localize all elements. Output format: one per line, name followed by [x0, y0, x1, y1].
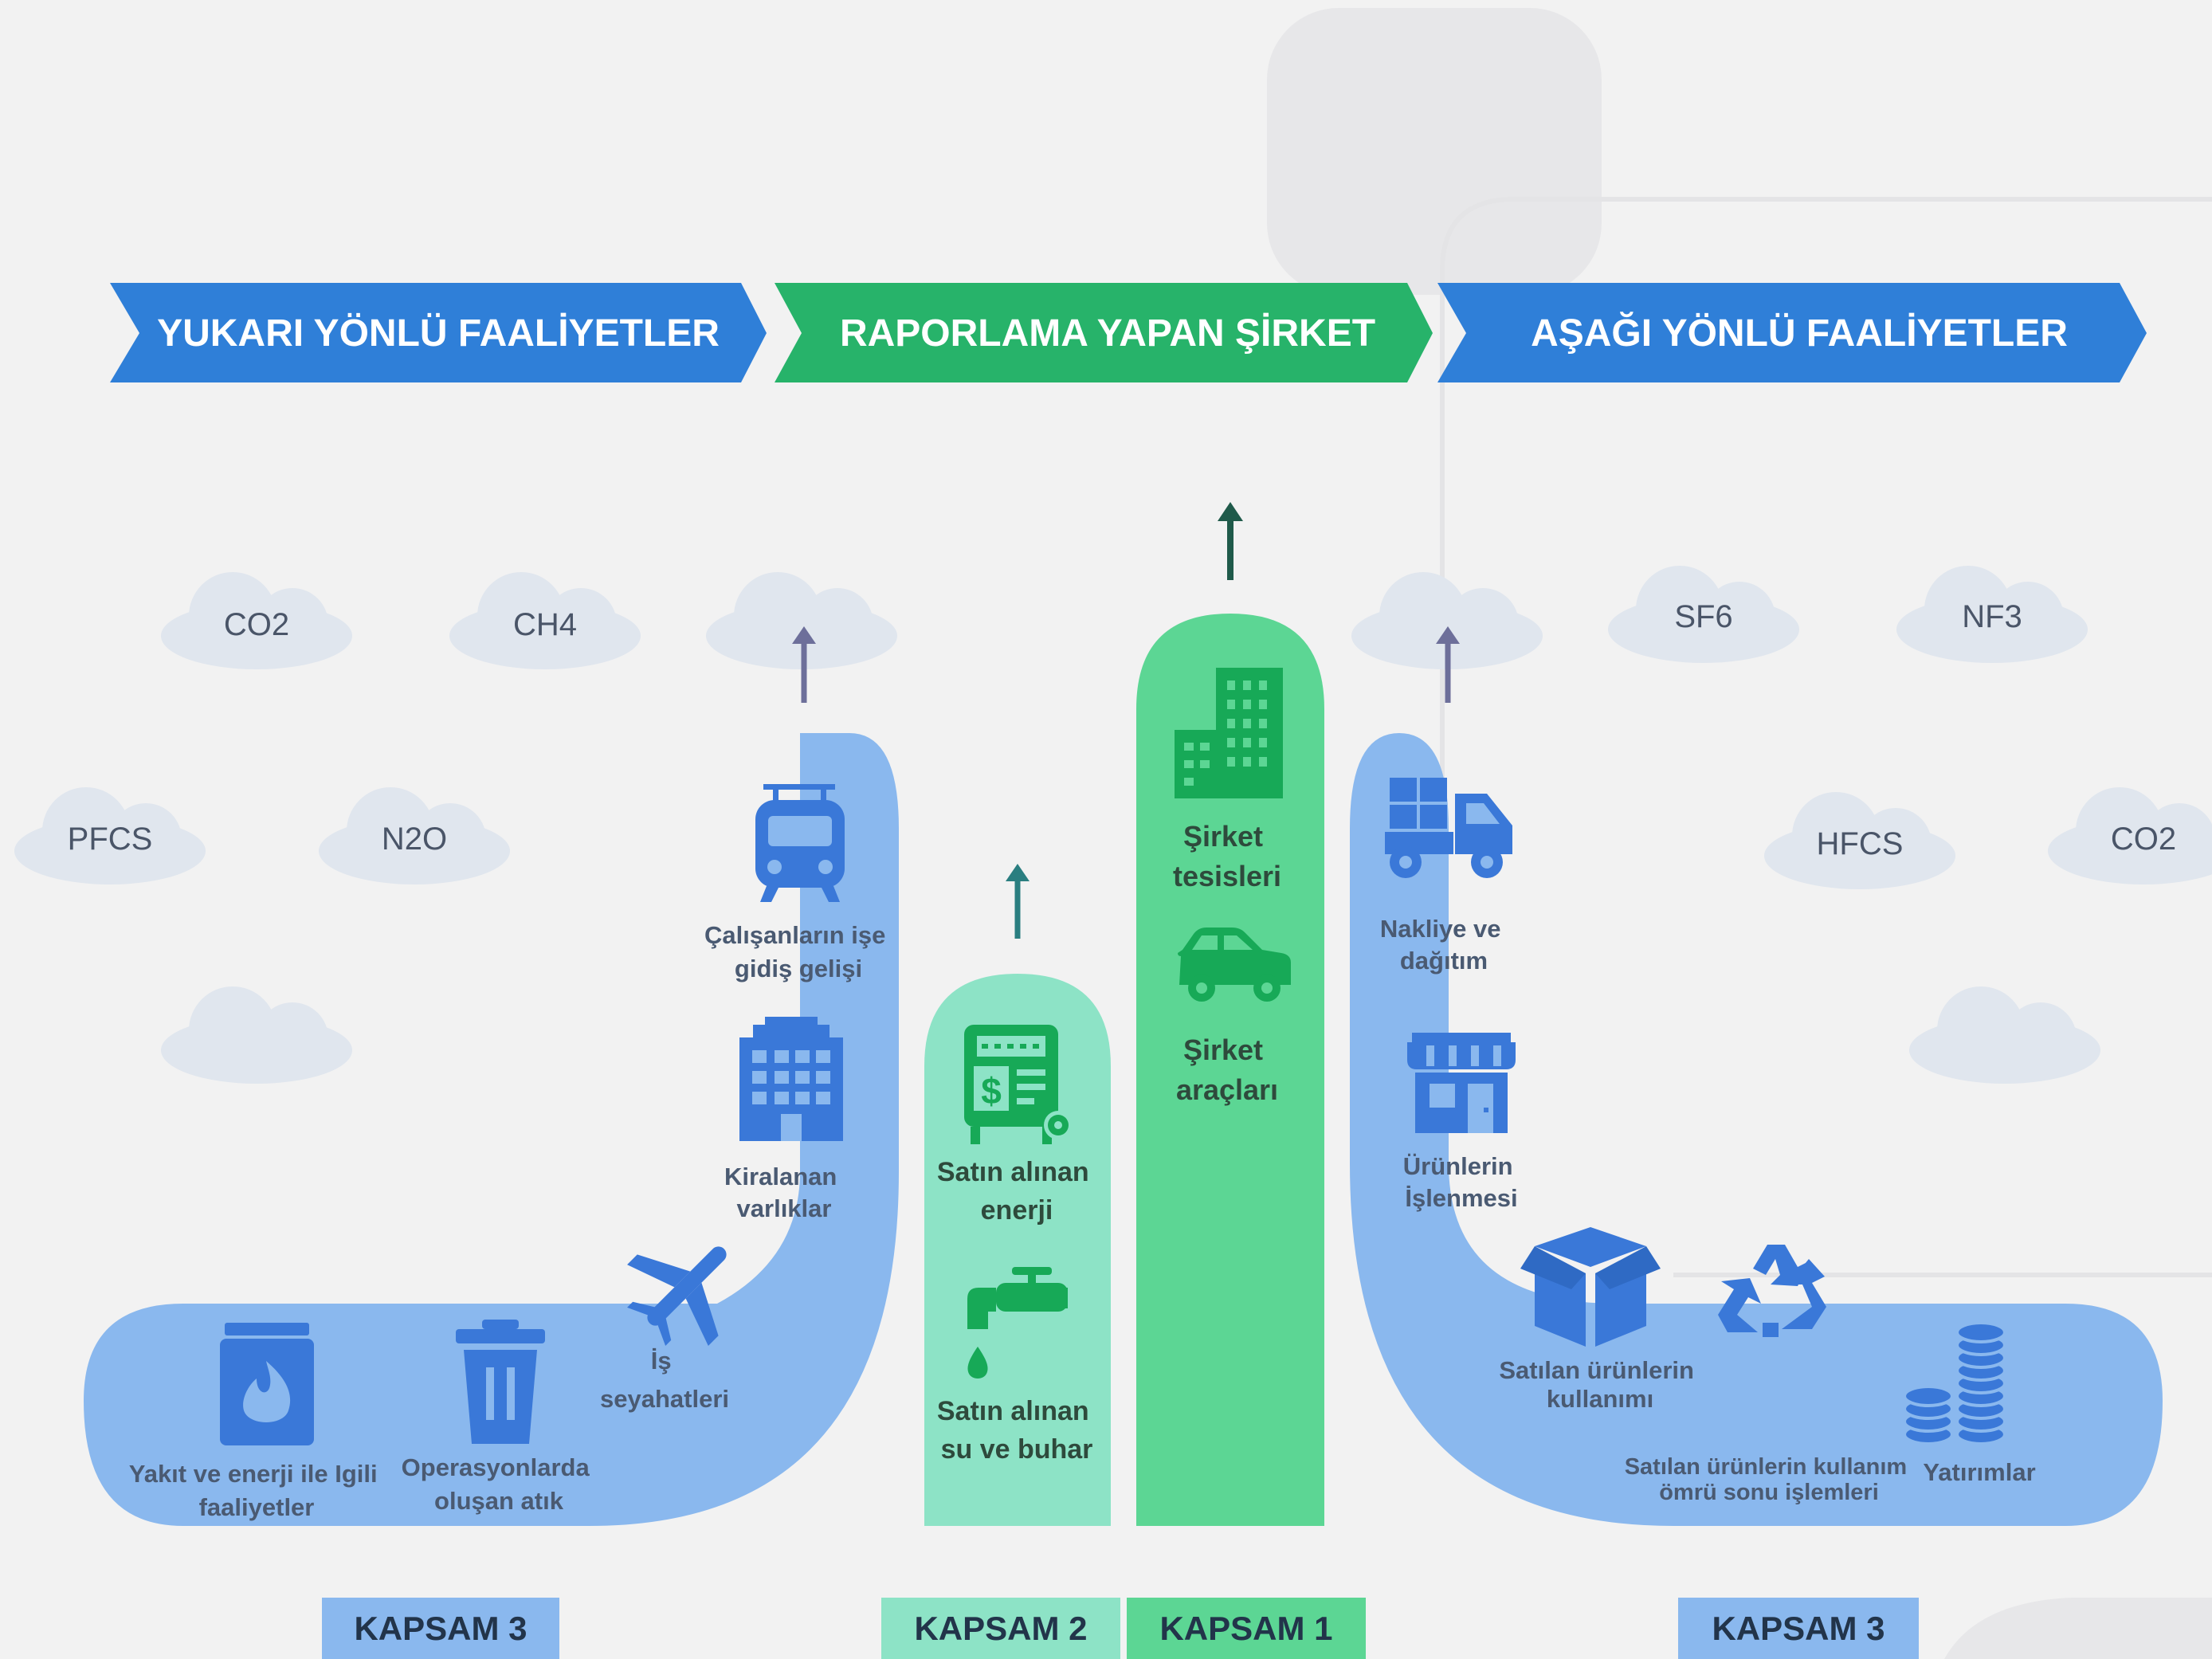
vehicles-label-line: Şirket: [1183, 1033, 1263, 1066]
travel-label: İş seyahatleri: [600, 1347, 729, 1413]
banner-upstream-label: YUKARI YÖNLÜ FAALİYETLER: [157, 312, 720, 355]
leased-label-line: varlıklar: [737, 1194, 832, 1222]
end-of-life-label-line: Satılan ürünlerin kullanım: [1625, 1454, 1908, 1480]
banner-company: RAPORLAMA YAPAN ŞİRKET: [775, 283, 1433, 382]
banner-upstream: YUKARI YÖNLÜ FAALİYETLER: [110, 283, 767, 382]
arrow-up-icon: [1006, 864, 1030, 939]
airplane-icon: [627, 1246, 727, 1346]
transport-label-line: Nakliye ve: [1380, 915, 1501, 943]
coins-icon: [1903, 1321, 2006, 1445]
travel-label-line: seyahatleri: [600, 1385, 729, 1413]
fuel-label: Yakıt ve enerji ile Igili faaliyetler: [129, 1460, 385, 1521]
investments-label-line: Yatırımlar: [1923, 1458, 2035, 1486]
scope1-label: KAPSAM 1: [1159, 1610, 1332, 1647]
scope3-right-badge: KAPSAM 3: [1678, 1598, 1919, 1659]
banner-downstream: AŞAĞI YÖNLÜ FAALİYETLER: [1437, 283, 2147, 382]
travel-label-line: İş: [651, 1347, 672, 1375]
scope1-band: [1136, 614, 1324, 1526]
building-windows: [752, 1050, 830, 1141]
processing-label-line: İşlenmesi: [1405, 1184, 1517, 1212]
arrow-up-icon: [1218, 502, 1243, 580]
scope1-badge: KAPSAM 1: [1127, 1598, 1366, 1659]
background-decoration: [1267, 8, 1602, 295]
gas-label: CO2: [2111, 822, 2176, 857]
background-decoration: [1440, 197, 1515, 1275]
scope2-badge: KAPSAM 2: [881, 1598, 1120, 1659]
box-icon: [1520, 1227, 1661, 1347]
transport-label: Nakliye ve dağıtım: [1380, 915, 1508, 975]
banner-company-label: RAPORLAMA YAPAN ŞİRKET: [840, 312, 1375, 355]
arrow-up-icon: [792, 626, 816, 703]
commute-label-line: Çalışanların işe: [704, 921, 885, 949]
gas-label: N2O: [382, 822, 447, 857]
commute-label-line: gidiş gelişi: [735, 955, 862, 982]
recycle-icon: [1718, 1245, 1826, 1337]
vehicles-label: Şirket araçları: [1176, 1033, 1278, 1106]
end-of-life-label-line: ömrü sonu işlemleri: [1659, 1480, 1879, 1505]
cloud-ch4: CH4: [449, 572, 641, 669]
scope3-right-label: KAPSAM 3: [1712, 1610, 1885, 1647]
use-label-line: Satılan ürünlerin: [1499, 1356, 1694, 1384]
arrow-up-icon: [1436, 626, 1460, 703]
vehicles-label-line: araçları: [1176, 1073, 1278, 1106]
processing-label: Ürünlerin İşlenmesi: [1403, 1152, 1520, 1212]
leased-label-line: Kiralanan: [724, 1163, 837, 1190]
cloud-hfcs: HFCS: [1764, 792, 1955, 889]
fuel-label-line: faaliyetler: [199, 1493, 315, 1521]
cloud-n2o: N2O: [319, 787, 510, 884]
store-awning-stripes: [1426, 1045, 1501, 1066]
cloud-pfcs: PFCS: [14, 787, 206, 884]
investments-label: Yatırımlar: [1923, 1458, 2035, 1486]
energy-label-line: enerji: [981, 1195, 1053, 1226]
waste-label: Operasyonlarda oluşan atık: [402, 1453, 597, 1515]
facilities-label-line: Şirket: [1183, 820, 1263, 853]
facilities-label: Şirket tesisleri: [1173, 820, 1281, 892]
cloud-co2-right: CO2: [2048, 787, 2212, 884]
waste-label-line: oluşan atık: [434, 1487, 564, 1515]
cloud-empty-left: [161, 986, 352, 1084]
cloud-nf3: NF3: [1896, 566, 2088, 663]
energy-label: Satın alınan enerji: [937, 1157, 1096, 1226]
gas-label: NF3: [1962, 599, 2022, 634]
cloud-empty-right: [1909, 986, 2100, 1084]
leased-label: Kiralanan varlıklar: [724, 1163, 844, 1222]
background-decoration: [1944, 1598, 2212, 1659]
office-building-windows: [1184, 680, 1267, 786]
fuel-label-line: Yakıt ve enerji ile Igili: [129, 1460, 378, 1488]
trash-icon: [456, 1320, 545, 1444]
scope3-left-badge: KAPSAM 3: [322, 1598, 559, 1659]
use-label-line: kullanımı: [1547, 1385, 1653, 1413]
water-tap-icon: [967, 1267, 1068, 1379]
truck-icon: [1385, 778, 1512, 878]
gas-label: HFCS: [1817, 826, 1904, 861]
water-label-line: Satın alınan: [937, 1396, 1089, 1426]
waste-label-line: Operasyonlarda: [402, 1453, 590, 1481]
cloud-co2-left: CO2: [161, 572, 352, 669]
cloud-sf6: SF6: [1608, 566, 1799, 663]
commute-label: Çalışanların işe gidiş gelişi: [704, 921, 892, 982]
water-label: Satın alınan su ve buhar: [937, 1396, 1096, 1465]
tram-icon: [755, 784, 845, 902]
processing-label-line: Ürünlerin: [1403, 1152, 1513, 1180]
car-icon: [1178, 928, 1291, 1002]
energy-meter-icon: $: [964, 1025, 1073, 1144]
transport-label-line: dağıtım: [1400, 947, 1488, 975]
gas-label: CO2: [224, 607, 289, 642]
water-label-line: su ve buhar: [941, 1434, 1093, 1465]
energy-label-line: Satın alınan: [937, 1157, 1089, 1187]
svg-text:$: $: [981, 1070, 1002, 1112]
facilities-label-line: tesisleri: [1173, 860, 1281, 892]
use-label: Satılan ürünlerin kullanımı: [1499, 1356, 1700, 1413]
gas-label: CH4: [513, 607, 577, 642]
scope2-label: KAPSAM 2: [914, 1610, 1087, 1647]
end-of-life-label: Satılan ürünlerin kullanım ömrü sonu işl…: [1625, 1454, 1914, 1505]
gas-label: SF6: [1674, 599, 1732, 634]
fuel-bag-icon: [220, 1323, 314, 1445]
banner-downstream-label: AŞAĞI YÖNLÜ FAALİYETLER: [1531, 312, 2068, 355]
gas-label: PFCS: [68, 822, 153, 857]
scope3-left-label: KAPSAM 3: [354, 1610, 527, 1647]
